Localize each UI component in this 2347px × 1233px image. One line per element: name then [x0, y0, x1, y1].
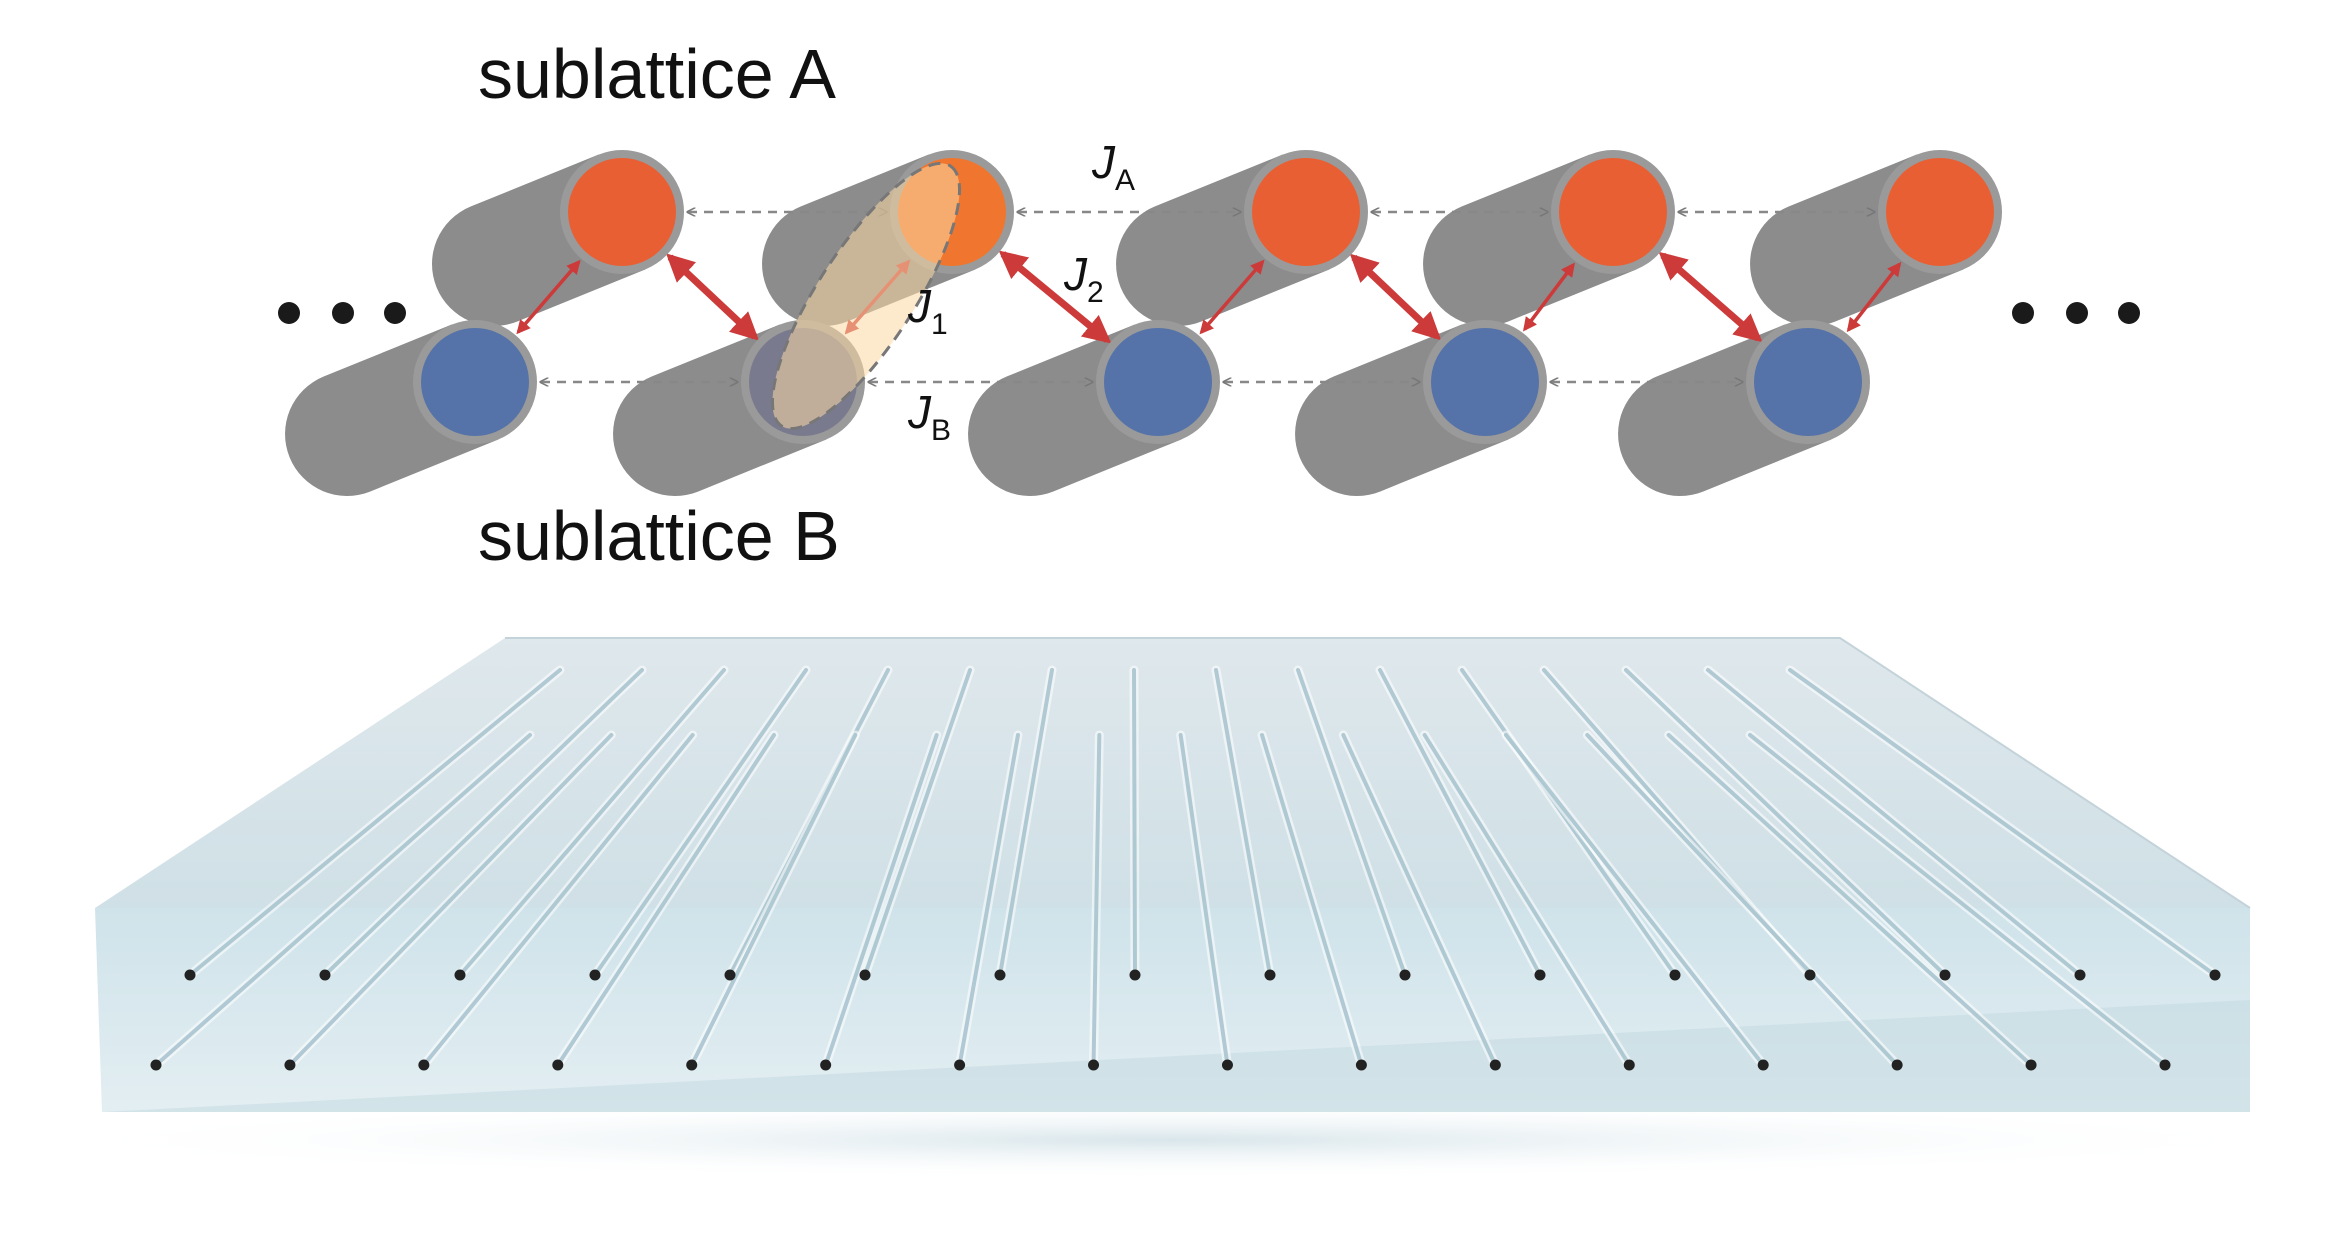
site-b-5	[1754, 328, 1862, 436]
waveguide-facet-2-3	[418, 1059, 430, 1071]
waveguide-2-10	[1260, 733, 1364, 1067]
coupling-j2-2	[998, 250, 1112, 344]
waveguide-1-6	[863, 668, 972, 977]
waveguide-1-10	[1296, 668, 1407, 977]
glass-chip	[20, 637, 2320, 1180]
waveguide-facet-1-1	[184, 969, 196, 981]
coupling-j1-1	[516, 259, 581, 335]
unit-cell-highlight	[770, 161, 962, 431]
waveguide-facet-2-14	[1891, 1059, 1903, 1071]
coupling-j1-4	[1523, 262, 1575, 332]
coupling-j2-1	[666, 253, 759, 341]
site-a-5	[1886, 158, 1994, 266]
waveguide-facet-2-1	[150, 1059, 162, 1071]
waveguide-facet-2-11	[1489, 1059, 1501, 1071]
waveguide-1-8	[1132, 668, 1137, 977]
chip-shadow	[20, 1100, 2320, 1180]
waveguide-facet-1-9	[1264, 969, 1276, 981]
waveguide-2-8	[1091, 733, 1102, 1067]
waveguide-2-6	[823, 733, 939, 1067]
coupling-j1-3	[1199, 259, 1265, 335]
waveguide-facet-2-10	[1355, 1059, 1367, 1071]
waveguide-2-5	[689, 733, 858, 1067]
waveguide-2-2	[287, 733, 614, 1067]
coupling-ja-label: JA	[1091, 136, 1135, 197]
waveguide-facet-2-9	[1221, 1059, 1233, 1071]
waveguide-2-13	[1504, 733, 1766, 1067]
coupling-jb-label: JB	[907, 386, 951, 447]
waveguide-facet-1-5	[724, 969, 736, 981]
chip-front-face	[95, 908, 2250, 1112]
next-nearest-neighbor-couplings	[541, 212, 1874, 382]
site-a-1	[568, 158, 676, 266]
waveguide-facet-1-2	[319, 969, 331, 981]
waveguide-2-4	[555, 733, 776, 1067]
waveguide-facet-2-13	[1757, 1059, 1769, 1071]
chip-waveguides	[151, 665, 2220, 1070]
waveguide-facet-1-16	[2209, 969, 2221, 981]
waveguide-facet-2-7	[954, 1059, 966, 1071]
waveguide-1-16	[1788, 668, 2217, 977]
waveguide-facet-2-4	[552, 1059, 564, 1071]
ellipsis-right-icon	[2012, 302, 2140, 324]
waveguide-facet-1-13	[1804, 969, 1816, 981]
waveguide-1-7	[998, 668, 1054, 977]
waveguide-1-1	[188, 668, 562, 977]
waveguide-2-16	[1748, 733, 2167, 1067]
waveguide-facet-2-5	[686, 1059, 698, 1071]
waveguide-2-7	[957, 733, 1020, 1067]
waveguide-1-4	[593, 668, 808, 977]
waveguide-2-1	[154, 733, 532, 1067]
waveguide-facet-2-12	[1623, 1059, 1635, 1071]
waveguide-1-2	[323, 668, 644, 977]
waveguide-facet-1-15	[2074, 969, 2086, 981]
waveguide-facet-1-7	[994, 969, 1006, 981]
waveguide-facet-2-8	[1088, 1059, 1100, 1071]
waveguide-2-9	[1178, 733, 1230, 1067]
waveguide-1-3	[458, 668, 726, 977]
ellipsis-left-icon	[278, 302, 406, 324]
waveguide-facet-1-8	[1129, 969, 1141, 981]
waveguide-facet-1-14	[1939, 969, 1951, 981]
waveguide-1-9	[1214, 668, 1272, 977]
waveguide-facet-1-12	[1669, 969, 1681, 981]
sublattice-b-label: sublattice B	[478, 497, 840, 575]
site-b-1	[421, 328, 529, 436]
waveguide-facet-1-10	[1399, 969, 1411, 981]
waveguide-bodies	[285, 154, 1964, 496]
coupling-j2-3	[1349, 253, 1442, 341]
waveguide-1-11	[1378, 668, 1542, 977]
waveguide-2-15	[1666, 733, 2034, 1067]
waveguide-2-3	[421, 733, 695, 1067]
waveguide-2-12	[1422, 733, 1632, 1067]
waveguide-facet-2-16	[2159, 1059, 2171, 1071]
coupling-j1-label: J1	[907, 280, 948, 341]
coupling-j1-5	[1846, 261, 1902, 333]
waveguide-facet-1-11	[1534, 969, 1546, 981]
waveguide-2-14	[1585, 733, 1900, 1067]
site-b-4	[1431, 328, 1539, 436]
site-b-3	[1104, 328, 1212, 436]
coupling-j2-4	[1658, 251, 1763, 343]
waveguide-facet-2-15	[2025, 1059, 2037, 1071]
waveguide-facet-1-4	[589, 969, 601, 981]
waveguide-facet-2-6	[820, 1059, 832, 1071]
waveguide-2-11	[1341, 733, 1498, 1067]
site-a-3	[1252, 158, 1360, 266]
waveguide-facet-1-3	[454, 969, 466, 981]
coupling-j2-label: J2	[1063, 248, 1104, 309]
chip-top-face	[95, 638, 2250, 908]
waveguide-1-14	[1624, 668, 1947, 977]
site-a-4	[1559, 158, 1667, 266]
chip-waveguide-facets	[150, 969, 2221, 1071]
sublattice-a-label: sublattice A	[478, 35, 836, 113]
waveguide-facet-1-6	[859, 969, 871, 981]
waveguide-1-15	[1706, 668, 2082, 977]
chip-inner-reflection	[102, 1000, 2250, 1112]
waveguide-facet-2-2	[284, 1059, 296, 1071]
